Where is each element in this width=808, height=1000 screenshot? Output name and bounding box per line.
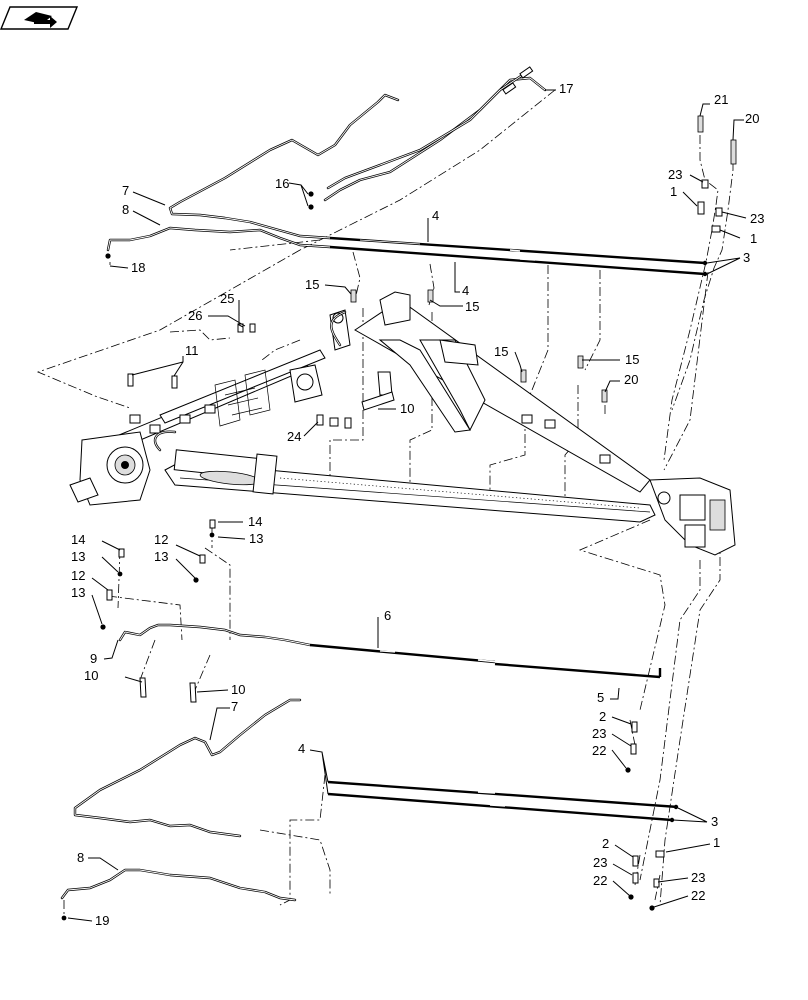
part-24-fitting[interactable] xyxy=(316,414,352,429)
leader-lines xyxy=(67,89,747,922)
callout-18: 18 xyxy=(131,260,145,275)
callout-13-left-b: 13 xyxy=(71,585,85,600)
callout-23-top-left: 23 xyxy=(668,167,682,182)
callout-1-bottom: 1 xyxy=(713,835,720,850)
callout-24: 24 xyxy=(287,429,301,444)
callout-10-lower-right: 10 xyxy=(231,682,245,697)
callout-4-bottom: 4 xyxy=(298,741,305,756)
callout-5: 5 xyxy=(597,690,604,705)
callout-7-bottom: 7 xyxy=(231,699,238,714)
callout-4-top-lower: 4 xyxy=(462,283,469,298)
callout-12-mid: 12 xyxy=(154,532,168,547)
fittings-2-23-22-mid[interactable] xyxy=(625,721,638,773)
callout-21: 21 xyxy=(714,92,728,107)
callout-23-bottom-right: 23 xyxy=(691,870,705,885)
part-10-pins-lower[interactable] xyxy=(139,677,197,703)
callout-20-mid: 20 xyxy=(624,372,638,387)
tube-4-bottom[interactable] xyxy=(327,780,679,823)
callout-14-right: 14 xyxy=(248,514,262,529)
callout-16: 16 xyxy=(275,176,289,191)
callout-2-mid: 2 xyxy=(599,709,606,724)
callout-1-top-left: 1 xyxy=(670,184,677,199)
callout-10-lower-left: 10 xyxy=(84,668,98,683)
callout-9: 9 xyxy=(90,651,97,666)
callout-labels: 17 7 8 16 18 4 4 3 21 20 23 1 23 1 15 15… xyxy=(71,81,764,928)
part-20-fitting-mid[interactable] xyxy=(601,389,608,403)
callout-25: 25 xyxy=(220,291,234,306)
callout-1-top-right: 1 xyxy=(750,231,757,246)
callout-26: 26 xyxy=(188,308,202,323)
hose-7-top[interactable] xyxy=(168,93,400,240)
hose-7-bottom[interactable] xyxy=(73,698,302,838)
callout-13-left-a: 13 xyxy=(71,549,85,564)
callout-15-d: 15 xyxy=(625,352,639,367)
callout-23-mid: 23 xyxy=(592,726,606,741)
callout-13-mid: 13 xyxy=(154,549,168,564)
callout-19: 19 xyxy=(95,913,109,928)
callout-2-bottom: 2 xyxy=(602,836,609,851)
callout-15-b: 15 xyxy=(465,299,479,314)
callout-12-left: 12 xyxy=(71,568,85,583)
tube-6-assembly[interactable] xyxy=(118,623,662,679)
part-10-pins-top[interactable] xyxy=(361,371,395,411)
callout-17: 17 xyxy=(559,81,573,96)
callout-11: 11 xyxy=(185,343,199,358)
callout-7-top: 7 xyxy=(122,183,129,198)
callout-22-bottom-left: 22 xyxy=(593,873,607,888)
callout-13-right: 13 xyxy=(249,531,263,546)
part-25-26-fittings[interactable] xyxy=(237,323,256,333)
callout-8-top: 8 xyxy=(122,202,129,217)
callout-14-left: 14 xyxy=(71,532,85,547)
main-frame-assembly xyxy=(69,291,736,556)
callout-4-top-upper: 4 xyxy=(432,208,439,223)
callout-3-top: 3 xyxy=(743,250,750,265)
hose-8-top[interactable] xyxy=(106,226,332,252)
part-11-fittings[interactable] xyxy=(127,373,178,389)
callout-3-bottom: 3 xyxy=(711,814,718,829)
part-15-clips[interactable] xyxy=(350,289,584,383)
callout-8-bottom: 8 xyxy=(77,850,84,865)
fittings-lower-right[interactable] xyxy=(628,850,665,911)
reference-dash-lines xyxy=(36,89,734,915)
callout-23-bottom-left: 23 xyxy=(593,855,607,870)
tube-4-top[interactable] xyxy=(329,236,708,277)
hose-8-bottom[interactable] xyxy=(60,868,297,921)
callout-15-a: 15 xyxy=(305,277,319,292)
callout-10-top: 10 xyxy=(400,401,414,416)
callout-22-mid: 22 xyxy=(592,743,606,758)
callout-20-top: 20 xyxy=(745,111,759,126)
book-arrow-icon[interactable] xyxy=(0,6,79,30)
fittings-12-13-14[interactable] xyxy=(100,519,216,630)
callout-22-bottom-right: 22 xyxy=(691,888,705,903)
callout-6: 6 xyxy=(384,608,391,623)
callout-23-top-right: 23 xyxy=(750,211,764,226)
fitting-16[interactable] xyxy=(105,191,314,259)
callout-15-c: 15 xyxy=(494,344,508,359)
hose-17-top[interactable] xyxy=(323,66,547,202)
